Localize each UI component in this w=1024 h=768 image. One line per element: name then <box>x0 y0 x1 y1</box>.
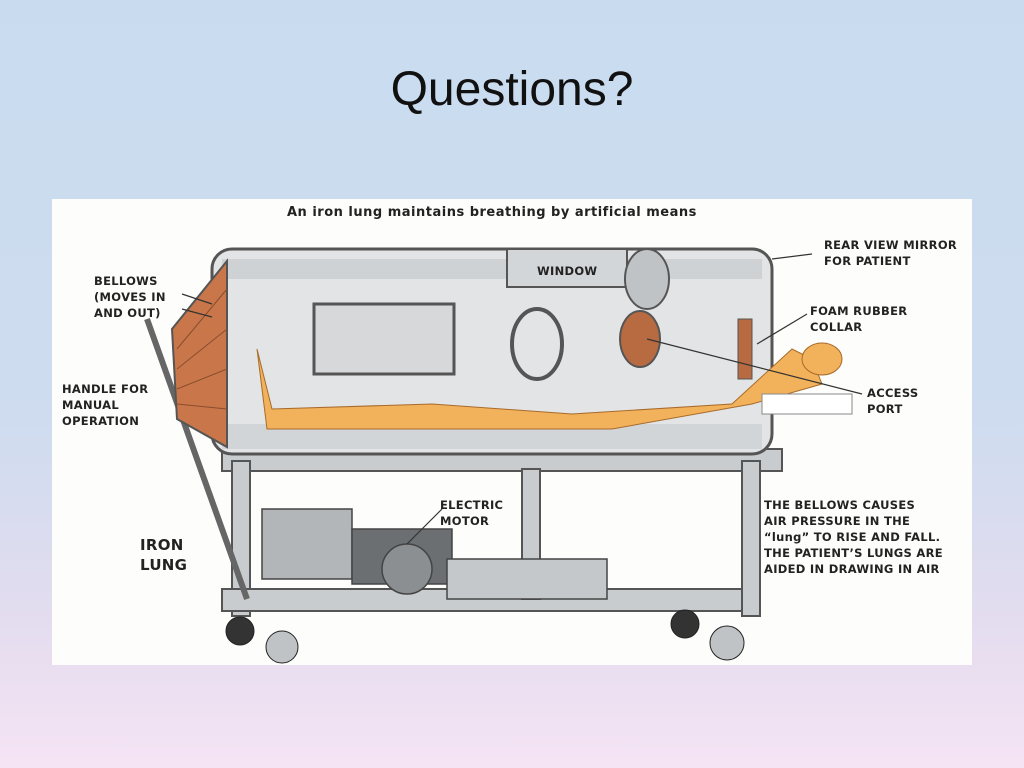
label-iron-lung: IRON LUNG <box>140 536 188 574</box>
label-rear-view-mirror: REAR VIEW MIRROR FOR PATIENT <box>824 238 958 268</box>
top-window <box>506 248 628 288</box>
foam-collar <box>737 318 753 380</box>
iron-lung-drawing <box>144 247 863 664</box>
side-window <box>312 302 456 376</box>
iron-lung-illustration: An iron lung maintains breathing by arti… <box>52 199 972 665</box>
rear-view-mirror <box>624 248 670 310</box>
headrest <box>761 393 853 415</box>
manual-handle <box>144 317 250 601</box>
porthole <box>510 307 564 381</box>
label-electric-motor: ELECTRIC MOTOR <box>440 498 504 528</box>
label-window: WINDOW <box>537 264 598 278</box>
patient <box>256 342 843 430</box>
label-bellows-note: THE BELLOWS CAUSES AIR PRESSURE IN THE “… <box>764 498 943 576</box>
figure-caption: An iron lung maintains breathing by arti… <box>287 205 697 220</box>
electric-motor <box>261 508 608 600</box>
access-port <box>619 310 661 368</box>
wheels <box>225 609 745 664</box>
bellows <box>170 258 228 449</box>
leader-lines <box>181 253 863 545</box>
label-access-port: ACCESS PORT <box>867 386 919 416</box>
slide-title: Questions? <box>390 63 634 116</box>
label-bellows: BELLOWS (MOVES IN AND OUT) <box>94 274 166 320</box>
label-foam-rubber-collar: FOAM RUBBER COLLAR <box>810 304 908 334</box>
label-handle: HANDLE FOR MANUAL OPERATION <box>62 382 149 428</box>
